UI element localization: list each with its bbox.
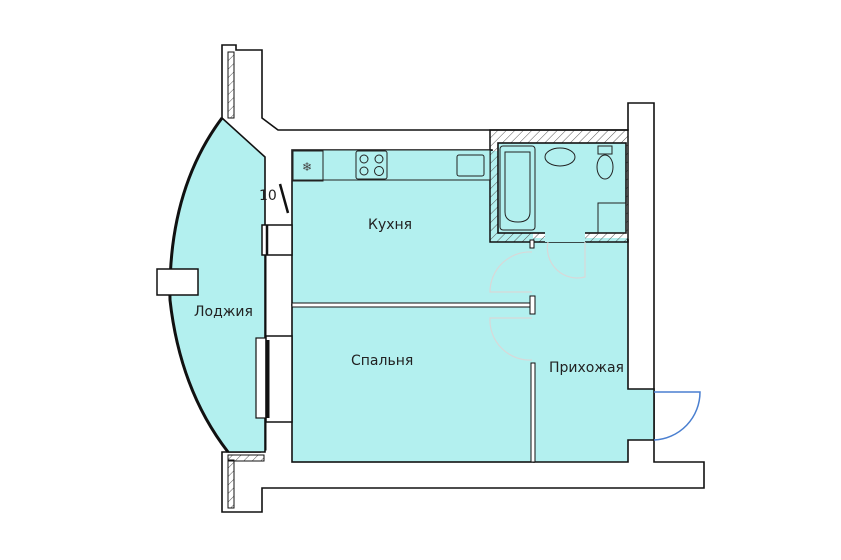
wall-hatch bbox=[227, 454, 265, 462]
stove-icon bbox=[355, 150, 388, 180]
burner bbox=[374, 166, 384, 176]
bathroom-door-gap bbox=[545, 232, 585, 242]
washing-machine bbox=[597, 202, 627, 234]
kitchen-label: Кухня bbox=[368, 217, 412, 233]
bathroom-door-swing[interactable] bbox=[546, 241, 586, 279]
kitchen-door-swing[interactable] bbox=[489, 251, 533, 293]
marker-label: 10 bbox=[259, 188, 277, 204]
entrance-door[interactable] bbox=[653, 391, 701, 441]
burner bbox=[359, 166, 369, 176]
room-bathroom bbox=[497, 142, 627, 234]
partition-kitchen-bedroom bbox=[291, 302, 533, 308]
bedroom-window bbox=[255, 337, 267, 419]
loggia-glazing bbox=[168, 117, 230, 453]
fridge-icon bbox=[292, 150, 324, 182]
bathtub bbox=[499, 145, 536, 231]
partition-bedroom-hall bbox=[530, 362, 536, 463]
bath-post bbox=[529, 239, 535, 249]
bedroom-door-swing[interactable] bbox=[489, 317, 533, 361]
bathtub-inner bbox=[504, 151, 531, 223]
bedroom-window-frame bbox=[265, 335, 293, 423]
wall-hatch bbox=[227, 51, 235, 119]
toilet-tank bbox=[597, 145, 613, 155]
bedroom-label: Спальня bbox=[351, 353, 413, 369]
toilet-icon bbox=[596, 154, 614, 180]
burner bbox=[359, 154, 369, 164]
sink-icon bbox=[544, 147, 576, 167]
partition-end bbox=[529, 295, 536, 315]
hall-floor bbox=[490, 238, 627, 461]
balcony-door-kitchen bbox=[278, 183, 290, 214]
snowflake-icon: ❄ bbox=[302, 160, 312, 174]
loggia-label: Лоджия bbox=[194, 304, 253, 320]
kitchen-sink-icon bbox=[456, 154, 485, 177]
loggia-window-unit bbox=[156, 268, 199, 296]
burner bbox=[374, 154, 384, 164]
hallway-label: Прихожая bbox=[549, 360, 624, 376]
wall-hatch bbox=[227, 459, 235, 509]
